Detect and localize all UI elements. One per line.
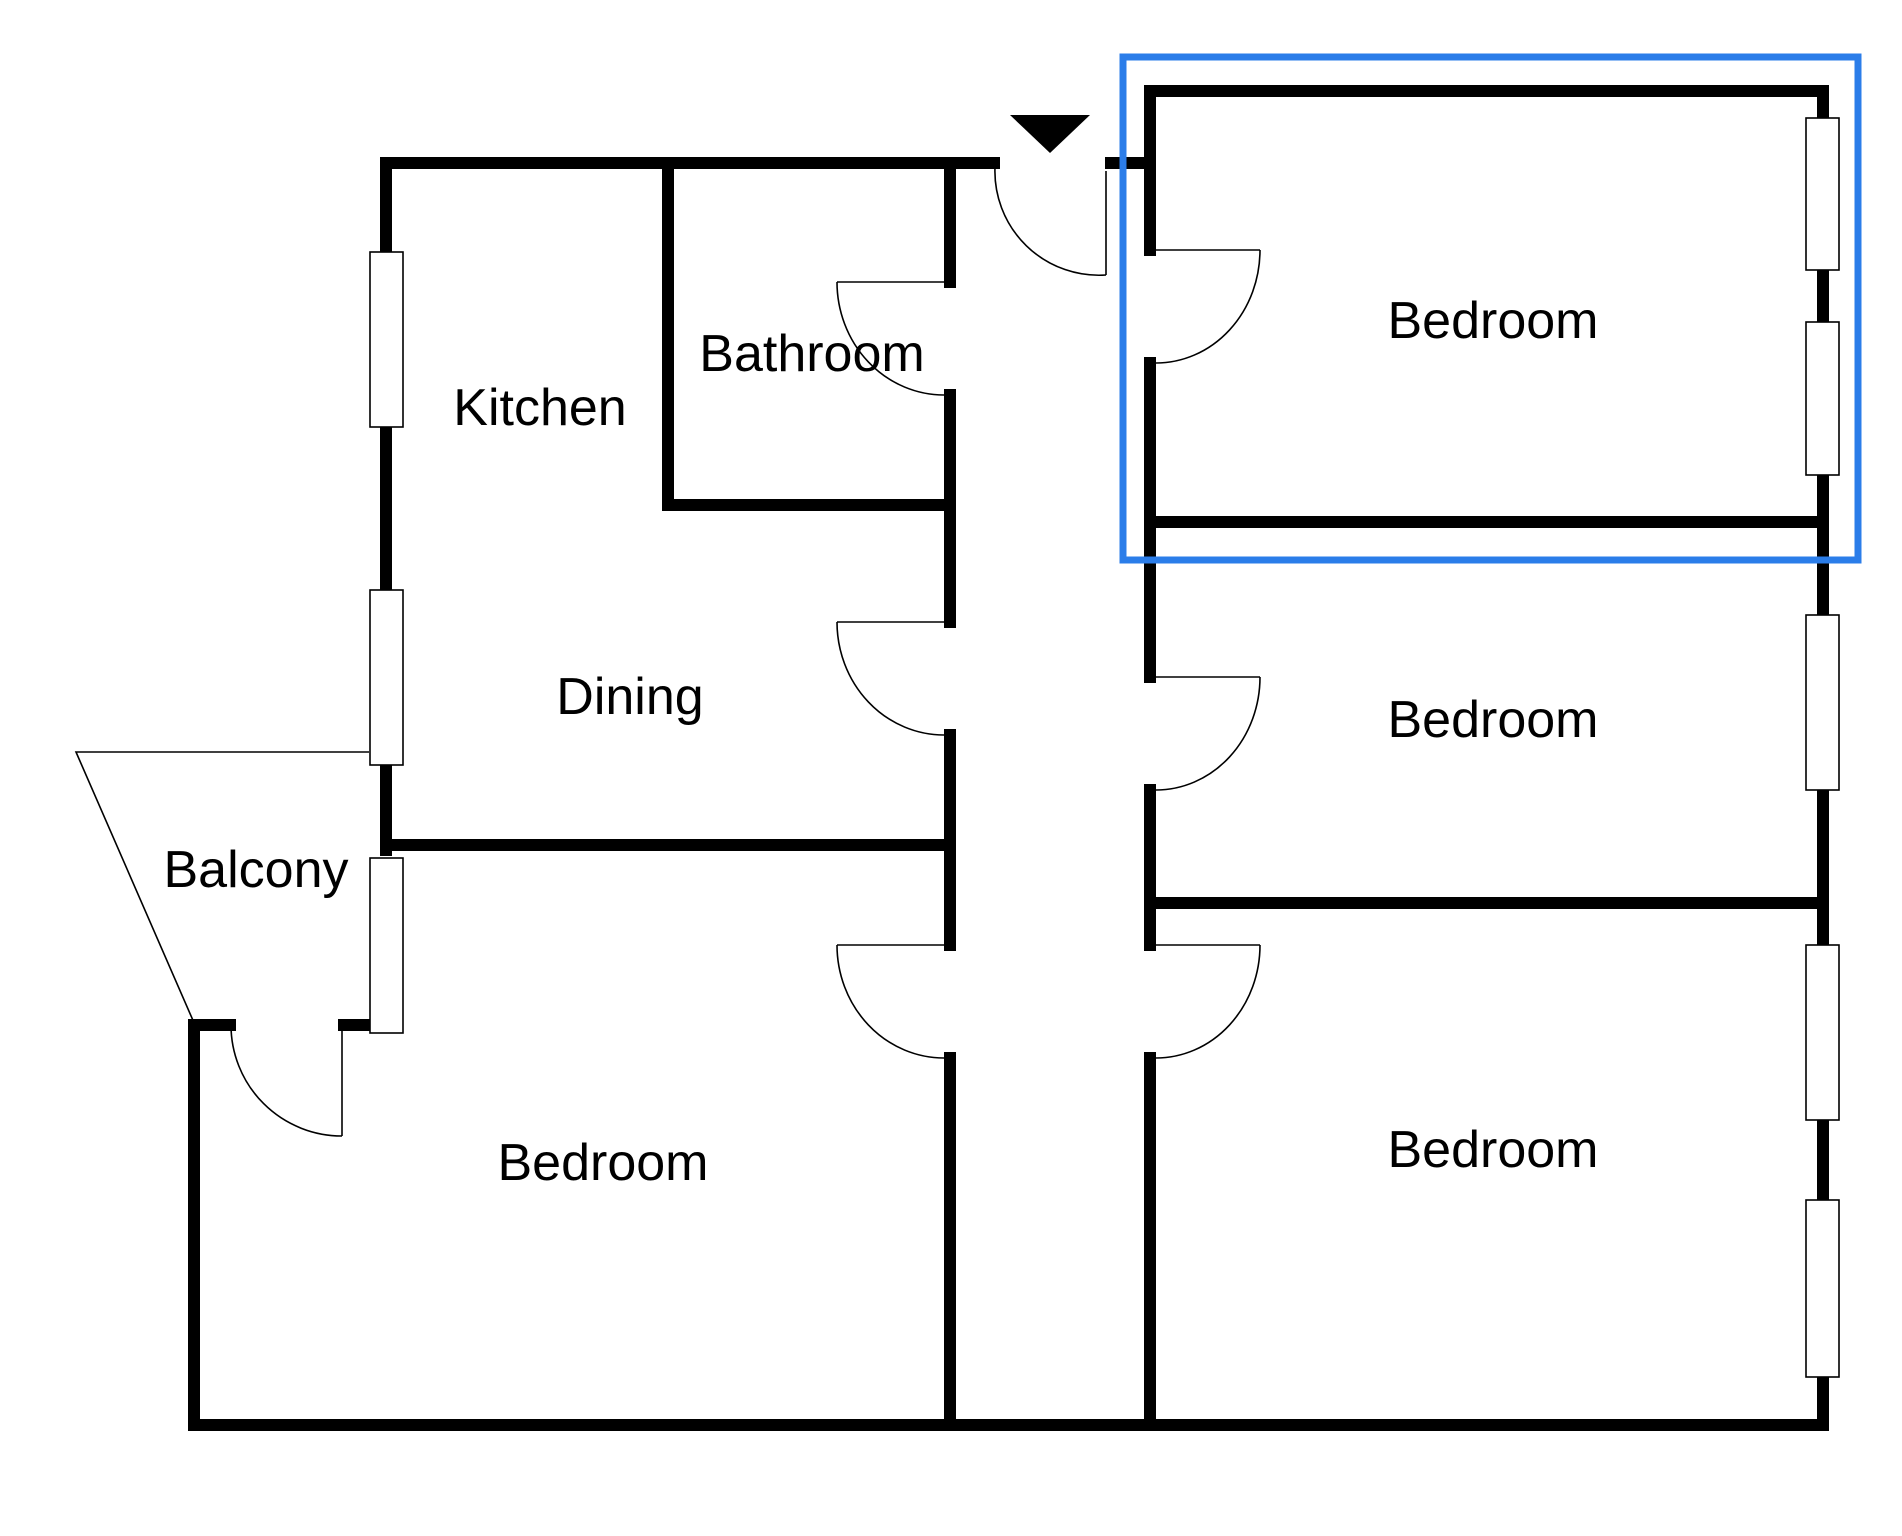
room-label-dining[interactable]: Dining: [556, 668, 703, 726]
room-labels: Kitchen Bathroom Dining Balcony Bedroom …: [164, 292, 1599, 1192]
window-bedroom-se-1: [1805, 944, 1840, 1121]
room-label-bedroom-se[interactable]: Bedroom: [1388, 1121, 1599, 1179]
room-label-balcony[interactable]: Balcony: [164, 841, 349, 899]
window-bedroom-se-2: [1805, 1199, 1840, 1378]
window-bedroom-ne-1: [1805, 117, 1840, 271]
window-dining: [369, 589, 404, 766]
entrance-door[interactable]: [994, 166, 1107, 277]
room-label-bathroom[interactable]: Bathroom: [699, 325, 924, 383]
door-bedroom-ne[interactable]: [1155, 249, 1261, 364]
window-bedroom-ne-2: [1805, 321, 1840, 476]
windows: [369, 117, 1840, 1378]
window-bedroom-e: [1805, 614, 1840, 791]
room-label-bedroom-ne[interactable]: Bedroom: [1388, 292, 1599, 350]
interior-doors: [836, 249, 1261, 1059]
walls: [188, 85, 1829, 1431]
door-bedroom-e[interactable]: [1155, 676, 1261, 791]
entrance-arrow-icon: [1010, 115, 1090, 153]
window-bedroom-sw: [369, 857, 404, 1034]
room-label-kitchen[interactable]: Kitchen: [453, 379, 626, 437]
balcony-outline: [74, 751, 369, 1026]
door-bathroom[interactable]: [836, 281, 945, 396]
selected-room-highlight[interactable]: [1119, 53, 1862, 564]
door-bedroom-sw[interactable]: [836, 944, 945, 1059]
room-label-bedroom-e[interactable]: Bedroom: [1388, 691, 1599, 749]
window-kitchen: [369, 251, 404, 428]
door-dining[interactable]: [836, 621, 945, 736]
room-label-bedroom-sw[interactable]: Bedroom: [498, 1134, 709, 1192]
door-bedroom-se[interactable]: [1155, 944, 1261, 1059]
balcony-door[interactable]: [230, 1024, 343, 1137]
